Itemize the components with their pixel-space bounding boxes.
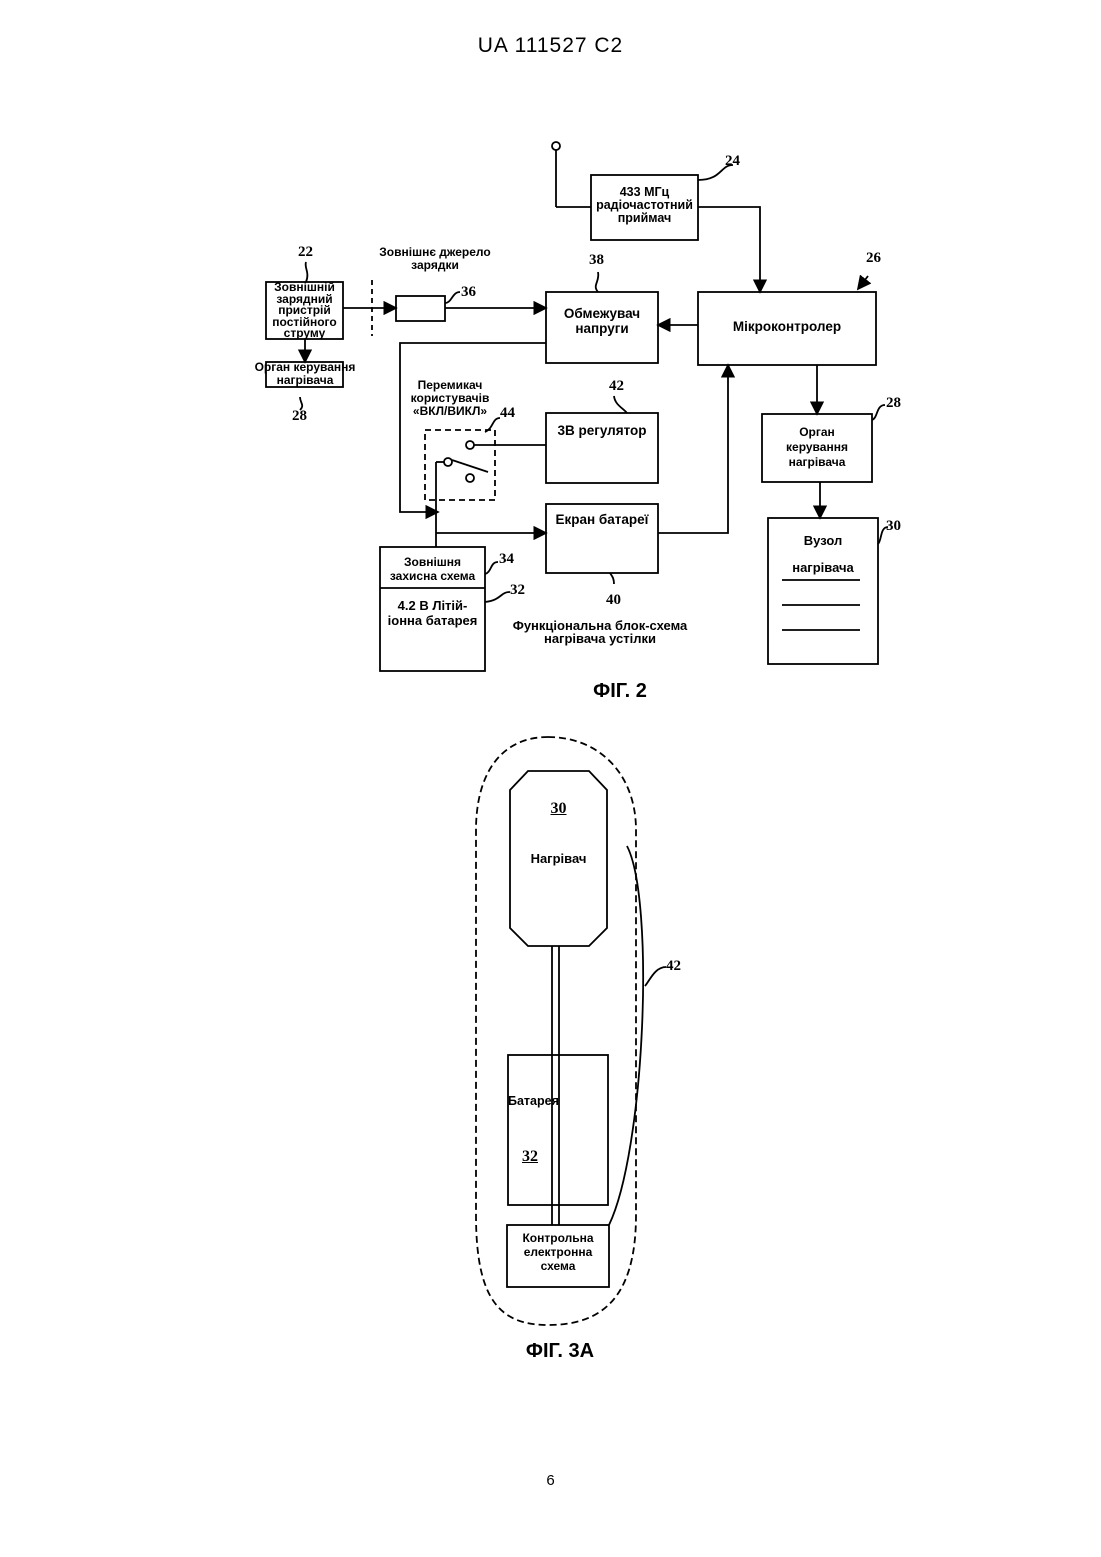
user-switch-label: Перемикач користувачів «ВКЛ/ВИКЛ» xyxy=(400,379,500,418)
ref-42: 42 xyxy=(609,378,624,395)
ref-28-left: 28 xyxy=(292,408,307,425)
fig3a-heater-label: Нагрівач xyxy=(510,852,607,865)
ref-30: 30 xyxy=(886,518,901,535)
protection-label: Зовнішня захисна схема xyxy=(380,555,485,583)
protection-line1: Зовнішня xyxy=(380,555,485,569)
ref-34: 34 xyxy=(499,551,514,568)
heater-node-line1: Вузол xyxy=(768,527,878,554)
heater-node-label: Вузол нагрівача xyxy=(768,527,878,581)
external-source-label: Зовнішнє джерело зарядки xyxy=(370,246,500,272)
receiver-line3: приймач xyxy=(591,212,698,225)
regulator-label: 3В регулятор xyxy=(546,424,658,437)
ref-32: 32 xyxy=(510,582,525,599)
battery-element xyxy=(508,1055,608,1205)
battery-label: 4.2 В Літій- іонна батарея xyxy=(380,598,485,628)
connector-box xyxy=(396,296,445,321)
heater-control-left-label: Орган керування нагрівача xyxy=(250,361,360,386)
voltage-limiter-line2: напруги xyxy=(546,321,658,336)
user-switch-line3: «ВКЛ/ВИКЛ» xyxy=(400,405,500,418)
fig3a-caption: ФІГ. 3А xyxy=(490,1340,630,1363)
heater-control-right-line1: Орган xyxy=(762,425,872,440)
voltage-limiter-label: Обмежувач напруги xyxy=(546,306,658,336)
ref-26: 26 xyxy=(866,250,881,267)
fig3a-control-line1: Контрольна xyxy=(507,1231,609,1245)
ref-24: 24 xyxy=(725,153,740,170)
ref-40: 40 xyxy=(606,592,621,609)
protection-line2: захисна схема xyxy=(380,569,485,583)
page-number: 6 xyxy=(0,1472,1101,1489)
ref-36: 36 xyxy=(461,284,476,301)
voltage-limiter-line1: Обмежувач xyxy=(546,306,658,321)
charger-label: Зовнішній зарядний пристрій постійного с… xyxy=(262,282,347,340)
microcontroller-label: Мікроконтролер xyxy=(698,320,876,333)
fig2-description-line2: нагрівача устілки xyxy=(495,632,705,645)
fig3a-ref-30: 30 xyxy=(510,800,607,818)
fig3a-control-line3: схема xyxy=(507,1259,609,1273)
ref-22: 22 xyxy=(298,244,313,261)
battery-screen-label: Екран батареї xyxy=(546,513,658,526)
heater-node-line2: нагрівача xyxy=(768,554,878,581)
fig3a-ref-32: 32 xyxy=(522,1148,538,1166)
heater-control-left-line1: Орган керування xyxy=(250,361,360,374)
ref-28-right: 28 xyxy=(886,395,901,412)
heater-control-right-label: Орган керування нагрівача xyxy=(762,425,872,470)
charger-line5: струму xyxy=(262,328,347,340)
fig3a-ref-42: 42 xyxy=(666,958,681,975)
battery-line1: 4.2 В Літій- xyxy=(380,598,485,613)
ref-38: 38 xyxy=(589,252,604,269)
heater-control-left-line2: нагрівача xyxy=(250,374,360,387)
ref-44: 44 xyxy=(500,405,515,422)
fig3a-battery-label: Батарея xyxy=(508,1095,559,1108)
heater-control-right-line3: нагрівача xyxy=(762,455,872,470)
external-source-line2: зарядки xyxy=(370,259,500,272)
fig3a-control-line2: електронна xyxy=(507,1245,609,1259)
fig3a-control-label: Контрольна електронна схема xyxy=(507,1231,609,1273)
battery-line2: іонна батарея xyxy=(380,613,485,628)
heater-control-right-line2: керування xyxy=(762,440,872,455)
fig2-caption: ФІГ. 2 xyxy=(560,680,680,703)
receiver-label: 433 МГц радіочастотний приймач xyxy=(591,186,698,225)
fig2-description: Функціональна блок-схема нагрівача устіл… xyxy=(495,619,705,645)
